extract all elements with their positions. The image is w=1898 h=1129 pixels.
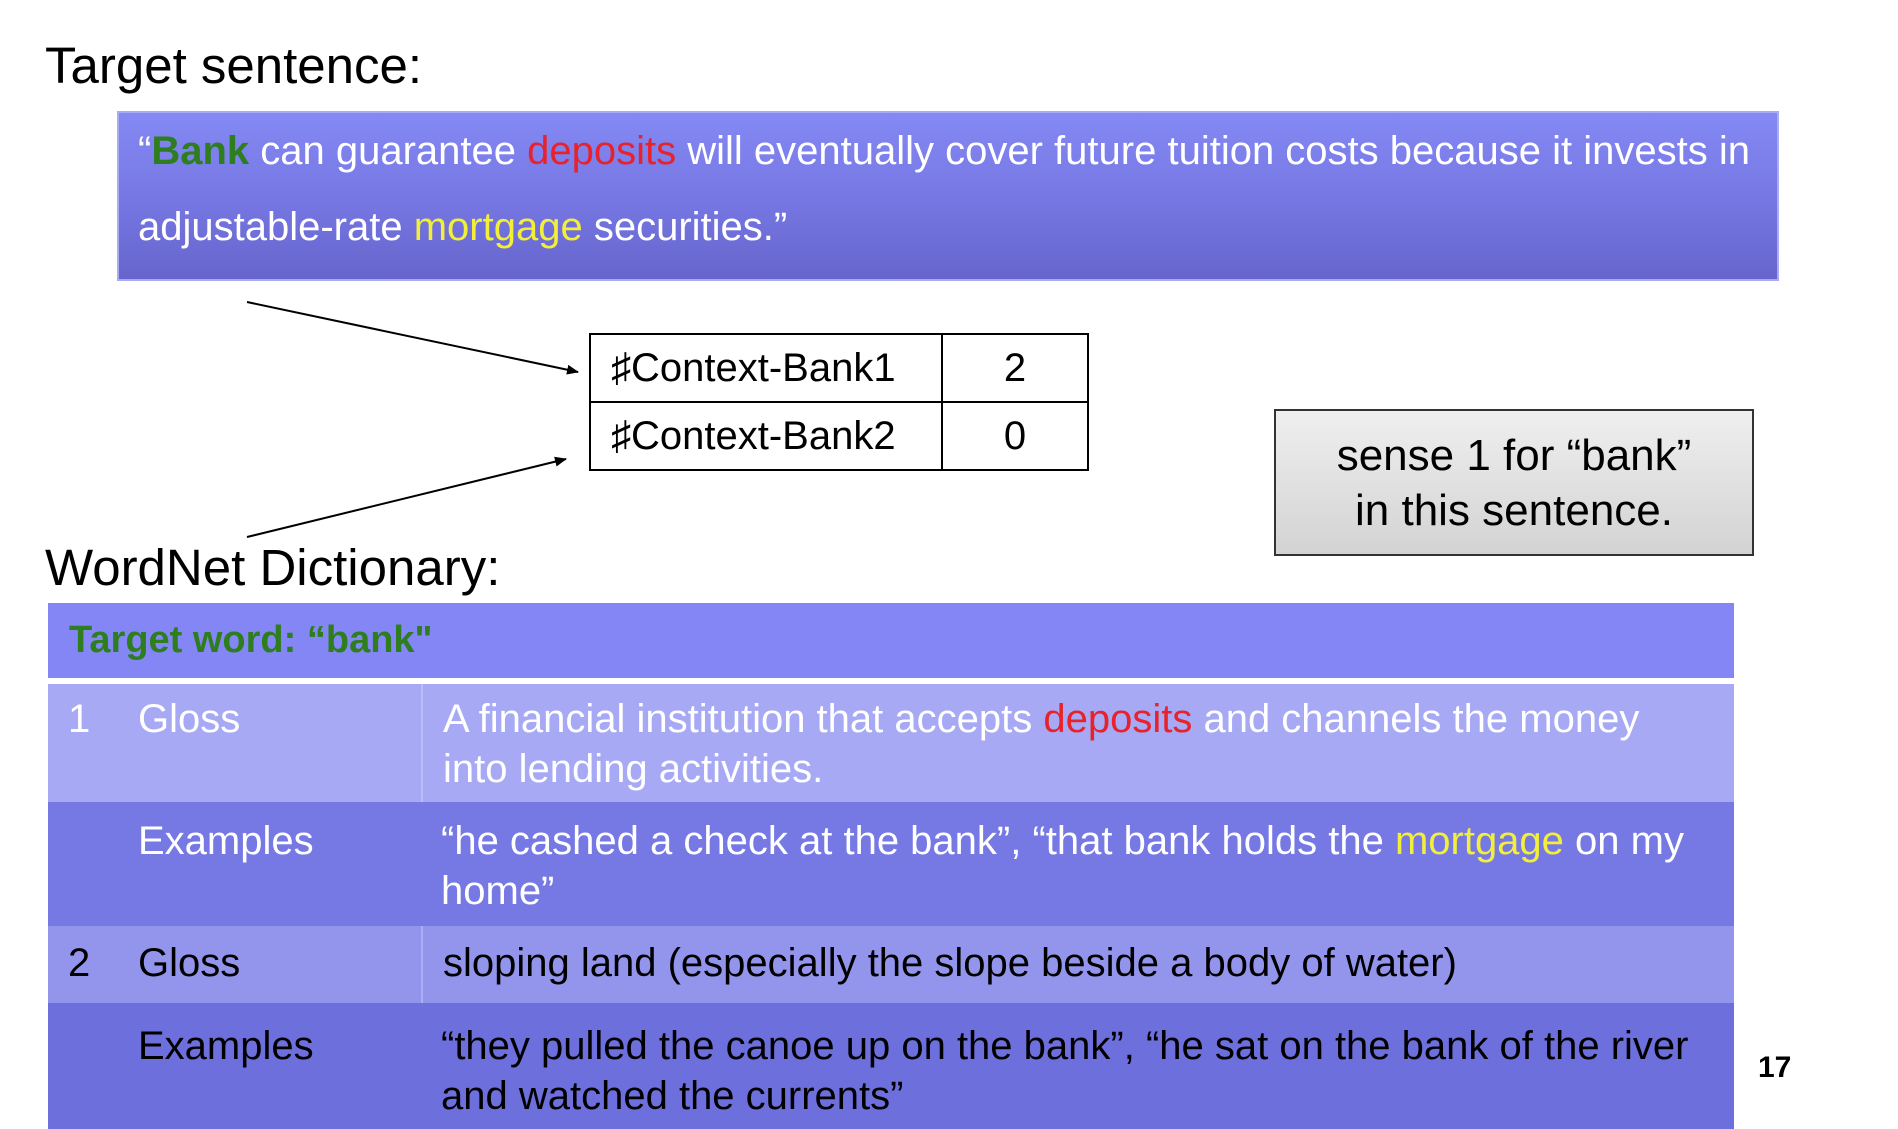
table-row: Examples “he cashed a check at the bank”…: [48, 802, 1734, 926]
sentence-text-1: can guarantee: [249, 129, 528, 173]
keyword-deposits: deposits: [527, 129, 677, 173]
context-value: 2: [941, 333, 1089, 403]
sense-number: 2: [68, 941, 91, 985]
table-row: 1 Gloss A financial institution that acc…: [48, 684, 1734, 802]
field-text: “they pulled the canoe up on the bank”, …: [441, 1024, 1689, 1118]
sense-result-box: sense 1 for “bank” in this sentence.: [1274, 409, 1754, 556]
sense-number: 1: [68, 697, 91, 741]
target-sentence-heading: Target sentence:: [45, 37, 423, 94]
sense-number: [48, 802, 138, 926]
field-text: sloping land (especially the slope besid…: [421, 926, 1734, 1003]
keyword-deposits: deposits: [1043, 697, 1193, 741]
keyword-mortgage: mortgage: [413, 205, 583, 249]
arrow-to-context-bank1: [246, 301, 579, 375]
arrow-to-context-bank2: [246, 456, 567, 538]
field-label: Gloss: [138, 941, 241, 985]
context-label: ♯Context-Bank2: [589, 401, 943, 471]
target-sentence-box: “Bank can guarantee deposits will eventu…: [117, 111, 1779, 281]
keyword-mortgage: mortgage: [1394, 819, 1564, 863]
text-part: A financial institution that accepts: [443, 697, 1044, 741]
context-label: ♯Context-Bank1: [589, 333, 943, 403]
wordnet-dictionary-table: Target word: “bank" 1 Gloss A financial …: [48, 603, 1734, 1129]
field-label: Examples: [138, 1024, 314, 1068]
sense-result-text: sense 1 for “bank” in this sentence.: [1336, 430, 1692, 535]
text-part: on my home”: [441, 819, 1684, 913]
sentence-text-3: securities.”: [582, 205, 788, 249]
table-row: ♯Context-Bank2 0: [589, 401, 1089, 471]
table-row: 2 Gloss sloping land (especially the slo…: [48, 926, 1734, 1003]
field-label: Gloss: [138, 697, 241, 741]
sentence-text-2: will eventually cover future tuition cos…: [138, 129, 1750, 249]
field-label: Examples: [138, 819, 314, 863]
keyword-bank: Bank: [151, 129, 250, 173]
dictionary-header: Target word: “bank": [48, 603, 1734, 684]
field-text: “he cashed a check at the bank”, “that b…: [421, 802, 1734, 926]
sense-number: [48, 1003, 138, 1129]
page-number: 17: [1758, 1051, 1792, 1084]
table-row: ♯Context-Bank1 2: [589, 333, 1089, 403]
wordnet-heading: WordNet Dictionary:: [45, 539, 501, 596]
text-part: and channels the money into lending acti…: [443, 697, 1640, 791]
table-row: Examples “they pulled the canoe up on th…: [48, 1003, 1734, 1129]
text-part: “he cashed a check at the bank”, “that b…: [441, 819, 1395, 863]
open-quote: “: [138, 129, 152, 173]
context-count-table: ♯Context-Bank1 2 ♯Context-Bank2 0: [589, 333, 1089, 471]
context-value: 0: [941, 401, 1089, 471]
field-text: A financial institution that accepts dep…: [421, 684, 1734, 802]
